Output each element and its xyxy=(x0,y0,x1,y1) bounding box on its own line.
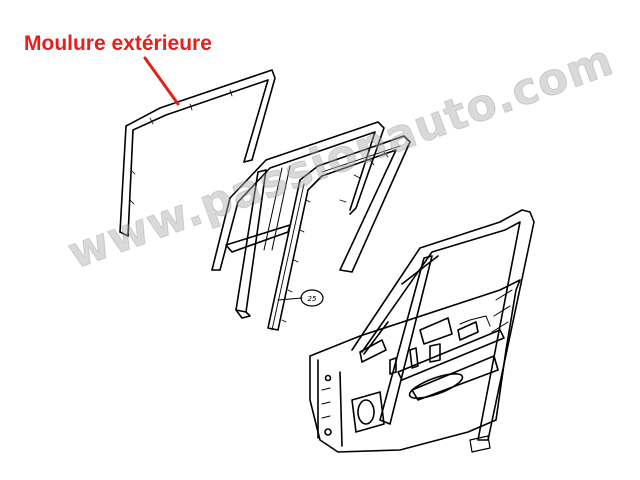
window-frame-channel xyxy=(211,121,385,319)
part-label: Moulure extérieure xyxy=(24,32,212,55)
callout: 25 xyxy=(277,289,324,307)
leader-line xyxy=(143,56,180,106)
callout-label: 25 xyxy=(308,295,317,303)
exterior-moulding xyxy=(119,69,276,237)
door-shell xyxy=(309,209,535,453)
glass-run-channel xyxy=(267,135,411,331)
